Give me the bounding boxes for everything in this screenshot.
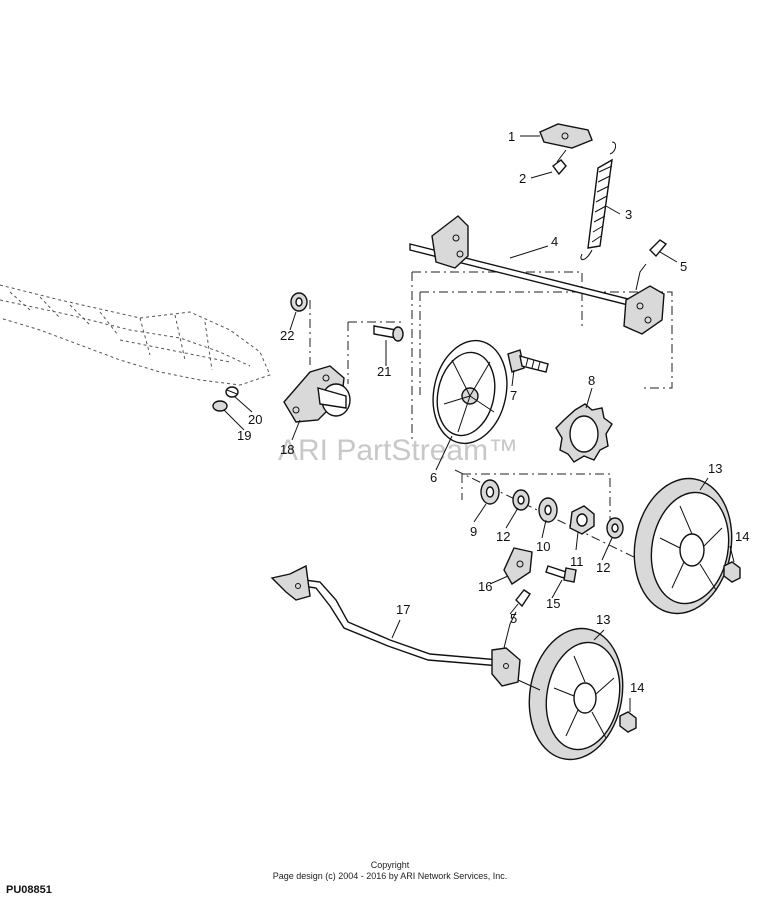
part-8-gear [555, 403, 613, 463]
callout-16: 16 [478, 579, 492, 594]
part-5-clip-lower [515, 589, 531, 608]
part-14-nut-lower [619, 711, 637, 733]
watermark-text: ARI PartStream™ [278, 434, 518, 467]
part-15-screw [545, 565, 577, 583]
part-21-bolt [373, 325, 404, 342]
callout-4: 4 [551, 234, 558, 249]
copyright-label: Copyright [370, 860, 410, 870]
callout-3: 3 [625, 207, 632, 222]
callout-10: 10 [536, 539, 550, 554]
callout-17: 17 [396, 602, 410, 617]
callout-9: 9 [470, 524, 477, 539]
part-3-spring [580, 141, 617, 260]
part-19-nut [212, 400, 228, 412]
part-9-washer [480, 479, 500, 505]
copyright-notice: Page design (c) 2004 - 2016 by ARI Netwo… [272, 871, 508, 881]
part-18-pivot-bracket [283, 365, 351, 423]
callout-5-upper: 5 [680, 259, 687, 274]
part-17-rod [270, 564, 541, 691]
part-10-washer [538, 497, 558, 523]
callout-14-upper: 14 [735, 529, 749, 544]
part-4-rod [409, 215, 665, 335]
callout-5-lower: 5 [510, 611, 517, 626]
diagram-id: PU08851 [6, 884, 52, 896]
part-12-bushing-left [512, 489, 530, 511]
callout-20: 20 [248, 412, 262, 427]
callout-numbers: 1 2 3 4 5 7 8 6 9 12 10 11 12 13 14 13 1… [237, 129, 749, 695]
part-13-wheel-upper [633, 477, 733, 615]
leader-lines [223, 135, 735, 712]
callout-14-lower: 14 [630, 680, 644, 695]
callout-12-right: 12 [596, 560, 610, 575]
callout-2: 2 [519, 171, 526, 186]
part-2-screw [552, 149, 567, 176]
part-6-hub [432, 339, 508, 445]
callout-1: 1 [508, 129, 515, 144]
callout-13-lower: 13 [596, 612, 610, 627]
part-5-clip-upper [649, 239, 668, 258]
part-7-bolt [507, 349, 549, 373]
part-13-wheel-lower [528, 627, 624, 761]
callout-8: 8 [588, 373, 595, 388]
callout-22: 22 [280, 328, 294, 343]
callout-19: 19 [237, 428, 251, 443]
callout-13-upper: 13 [708, 461, 722, 476]
ghost-mower-deck [0, 284, 271, 386]
part-1-plate [539, 123, 593, 149]
part-14-nut-upper [723, 561, 741, 583]
callout-6: 6 [430, 470, 437, 485]
callout-7: 7 [510, 388, 517, 403]
callout-15: 15 [546, 596, 560, 611]
part-22-bushing [290, 292, 308, 312]
part-16-bracket [503, 547, 533, 585]
callout-12-left: 12 [496, 529, 510, 544]
part-20-spring-washer [225, 386, 239, 398]
callout-11: 11 [570, 554, 584, 569]
callout-18: 18 [280, 442, 294, 457]
part-12-bushing-right [606, 517, 624, 539]
part-11-pinion [569, 505, 595, 535]
callout-21: 21 [377, 364, 391, 379]
